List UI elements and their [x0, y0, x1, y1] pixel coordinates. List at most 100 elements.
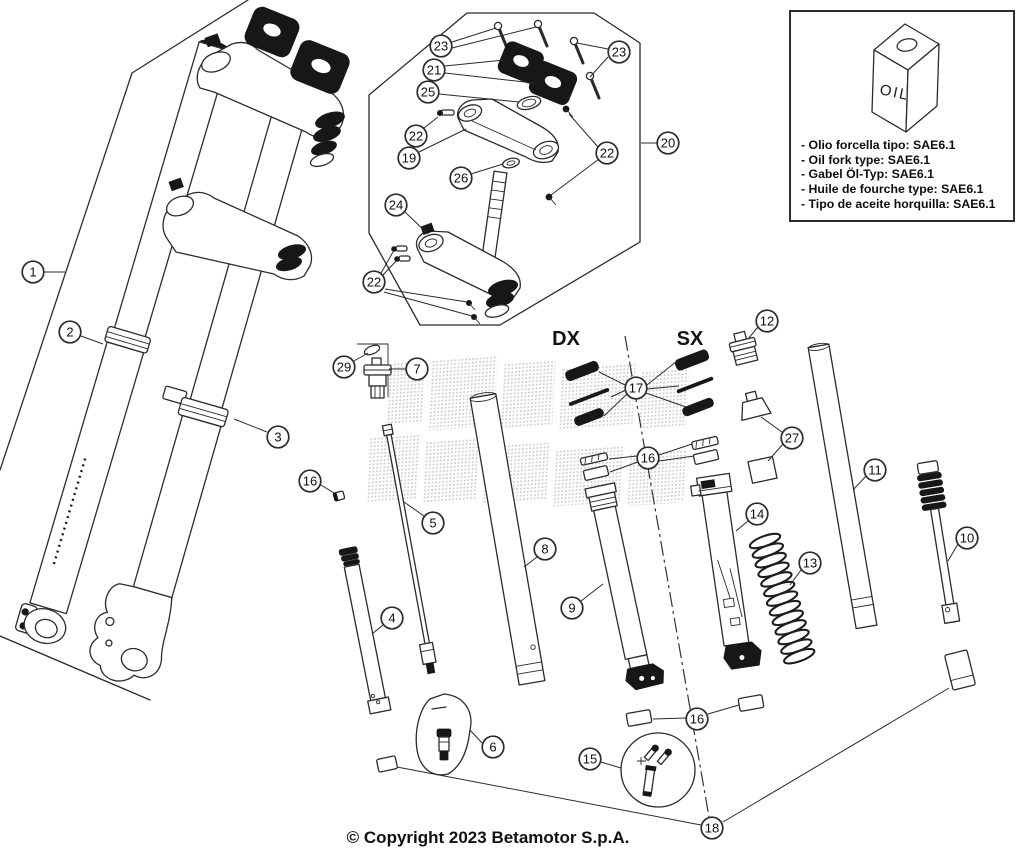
callout-number: 22 [409, 129, 423, 144]
spring-coil [768, 599, 802, 617]
bushings-16 [579, 435, 720, 481]
callout-13: 13 [789, 551, 822, 586]
callout-number: 5 [429, 516, 436, 531]
leader-line [233, 418, 268, 433]
callout-number: 6 [489, 740, 496, 755]
leader-line [423, 116, 439, 129]
leader-line [646, 360, 678, 386]
spring-coil [748, 532, 782, 550]
spring-coil [751, 542, 785, 559]
callout-circle [384, 193, 408, 217]
callout-24: 24 [384, 193, 429, 235]
copyright-text: © Copyright 2023 Betamotor S.p.A. [346, 828, 630, 847]
spring-coil [754, 551, 787, 569]
fork-spring-13 [748, 532, 816, 665]
spring-coil [771, 609, 804, 627]
spring-coil [763, 580, 796, 598]
leader-line [852, 475, 867, 491]
callout-10: 10 [947, 526, 979, 562]
callout-circle [332, 355, 356, 379]
callout-circle [578, 747, 602, 771]
oil-spec-box: OIL - Olio forcella tipo: SAE6.1 - Oil f… [789, 10, 1015, 222]
callout-circle [780, 426, 804, 450]
callout-circle [955, 526, 979, 550]
callout-16: 16 [608, 443, 695, 473]
callout-number: 14 [750, 507, 764, 522]
callout-23: 23 [429, 26, 537, 58]
fork-assembly [14, 6, 350, 682]
callout-number: 22 [600, 146, 614, 161]
callout-circle [560, 596, 584, 620]
callout-number: 16 [303, 474, 317, 489]
callout-1: 1 [21, 260, 65, 284]
callout-circle [380, 606, 404, 630]
fork-cap-7 [357, 343, 392, 399]
leader-line [438, 93, 520, 103]
leader-line [444, 59, 505, 67]
callout-circle [798, 551, 822, 575]
leader-line [550, 158, 600, 196]
callout-circle [58, 320, 82, 344]
callout-number: 23 [434, 39, 448, 54]
inner-tube-11 [807, 342, 878, 630]
callout-circle [636, 446, 660, 470]
slider-decal-marks [51, 458, 87, 569]
cone-valve-27 [741, 390, 772, 421]
callout-16: 16 [652, 704, 740, 731]
oil-spec-line: - Huile de fourche type: SAE6.1 [801, 182, 984, 197]
upper-triple-clamp [456, 98, 560, 164]
callout-18: 18 [396, 687, 950, 840]
plate-27 [747, 455, 778, 484]
callout-circle [685, 707, 709, 731]
callout-14: 14 [735, 502, 769, 532]
leader-line [523, 556, 538, 568]
callout-number: 20 [661, 136, 675, 151]
leader-line [646, 385, 680, 390]
spring-coil [780, 638, 813, 655]
valve-detail-6 [415, 693, 472, 776]
callout-number: 19 [402, 151, 416, 166]
callout-circle [755, 309, 779, 333]
callout-circle [656, 131, 680, 155]
label-sx: SX [677, 328, 704, 350]
callout-circle [421, 511, 445, 535]
leader-line [760, 416, 783, 433]
leader-line [947, 543, 959, 562]
callout-number: 15 [583, 752, 597, 767]
dx-sx-centerline [624, 335, 710, 818]
oil-can-drawing: OIL [871, 23, 940, 133]
callout-circle [533, 537, 557, 561]
oil-spec-line: - Olio forcella tipo: SAE6.1 [801, 138, 956, 152]
callout-number: 7 [413, 362, 420, 377]
damper-rod-10 [916, 460, 961, 624]
callout-circle [362, 270, 386, 294]
stem-cluster-frame-polygon [368, 12, 641, 326]
leader-line [403, 501, 425, 517]
leader-line [580, 583, 604, 602]
callout-number: 4 [388, 611, 395, 626]
callout-29: 29 [332, 352, 369, 379]
cap-12 [728, 330, 759, 366]
callout-22: 22 [404, 116, 439, 148]
callout-19: 19 [397, 128, 467, 170]
leader-line [371, 624, 384, 635]
steering-stem [480, 170, 508, 269]
ring-nut-25 [516, 95, 542, 111]
leader-line [707, 704, 740, 715]
leader-line [396, 766, 702, 826]
callout-number: 1 [29, 265, 36, 280]
callout-21: 21 [422, 58, 535, 84]
cartridge-9-dx [584, 482, 664, 691]
callout-number: 29 [337, 360, 351, 375]
leader-line [735, 520, 749, 532]
callout-number: 24 [389, 198, 403, 213]
leader-line [470, 163, 504, 175]
callout-12: 12 [747, 309, 779, 340]
bushing-16-left [332, 490, 346, 502]
callout-15: 15 [578, 747, 622, 771]
leader-line [610, 389, 627, 398]
leader-line [384, 288, 468, 303]
leader-line [658, 455, 695, 462]
